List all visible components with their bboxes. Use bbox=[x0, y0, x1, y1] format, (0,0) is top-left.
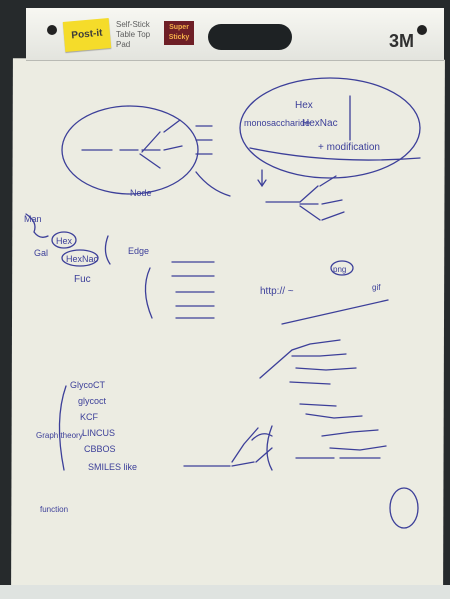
label-node: Node bbox=[130, 188, 152, 198]
label-fuc: Fuc bbox=[74, 274, 91, 285]
brace-small bbox=[104, 235, 111, 265]
label-hexnac-right: HexNac bbox=[302, 118, 338, 129]
badge-line-1: Super bbox=[169, 24, 189, 31]
underline-curve bbox=[249, 147, 421, 161]
list-item-3: KCF bbox=[80, 412, 99, 422]
arrow-curve bbox=[195, 171, 231, 197]
middle-list-lines bbox=[171, 261, 215, 319]
sheet-bottom-edge bbox=[0, 585, 450, 599]
label-plus-modification: + modification bbox=[318, 142, 380, 153]
label-graph-theory: Graph theory bbox=[36, 431, 83, 440]
label-edge: Edge bbox=[128, 246, 149, 256]
handle-slot bbox=[208, 24, 292, 50]
header-decoration bbox=[47, 24, 427, 50]
label-hex: Hex bbox=[295, 100, 313, 111]
hanging-hole-left bbox=[47, 25, 57, 35]
label-function: function bbox=[40, 505, 68, 514]
label-monosaccharide: monosaccharide bbox=[244, 118, 310, 128]
tree-bottom-right bbox=[259, 339, 387, 459]
png-circle bbox=[330, 260, 354, 276]
man-arrow bbox=[25, 213, 49, 238]
label-hex-circle: Hex bbox=[56, 236, 73, 246]
hex-circle bbox=[51, 231, 77, 249]
tree-notes bbox=[195, 125, 213, 155]
tree-ellipse bbox=[61, 105, 199, 195]
list-item-1: GlycoCT bbox=[70, 380, 106, 390]
brace-list bbox=[58, 385, 67, 471]
monosaccharide-ellipse bbox=[239, 77, 421, 179]
http-underline bbox=[281, 299, 389, 325]
brand-logo-3m: 3M bbox=[389, 31, 415, 51]
list-item-2: glycoct bbox=[78, 396, 107, 406]
product-text: Self-Stick Table Top Pad bbox=[116, 20, 166, 50]
super-sticky-badge: Super Sticky bbox=[164, 21, 194, 45]
label-http: http:// ~ bbox=[260, 286, 294, 297]
list-item-4: LINCUS bbox=[82, 428, 115, 438]
product-line-2: Table Top Pad bbox=[116, 30, 151, 49]
circled-note bbox=[389, 487, 419, 529]
tree-branches bbox=[81, 119, 183, 169]
label-hexnac: HexNac bbox=[66, 254, 99, 264]
label-gif: gif bbox=[372, 283, 381, 292]
list-item-5: CBBOS bbox=[84, 444, 116, 454]
tree-bottom-left bbox=[183, 427, 273, 467]
list-item-6: SMILES like bbox=[88, 462, 137, 472]
badge-line-2: Sticky bbox=[168, 34, 190, 41]
tree-right bbox=[265, 175, 345, 221]
hexnac-circle bbox=[61, 249, 99, 267]
hanging-hole-right bbox=[417, 25, 427, 35]
label-gal: Gal bbox=[34, 248, 48, 258]
label-man: Man bbox=[24, 214, 42, 224]
brace-middle bbox=[144, 267, 153, 319]
product-line-1: Self-Stick bbox=[116, 20, 150, 29]
brace-bottom bbox=[251, 425, 273, 471]
label-png: png bbox=[333, 265, 346, 274]
down-arrow bbox=[257, 169, 267, 188]
